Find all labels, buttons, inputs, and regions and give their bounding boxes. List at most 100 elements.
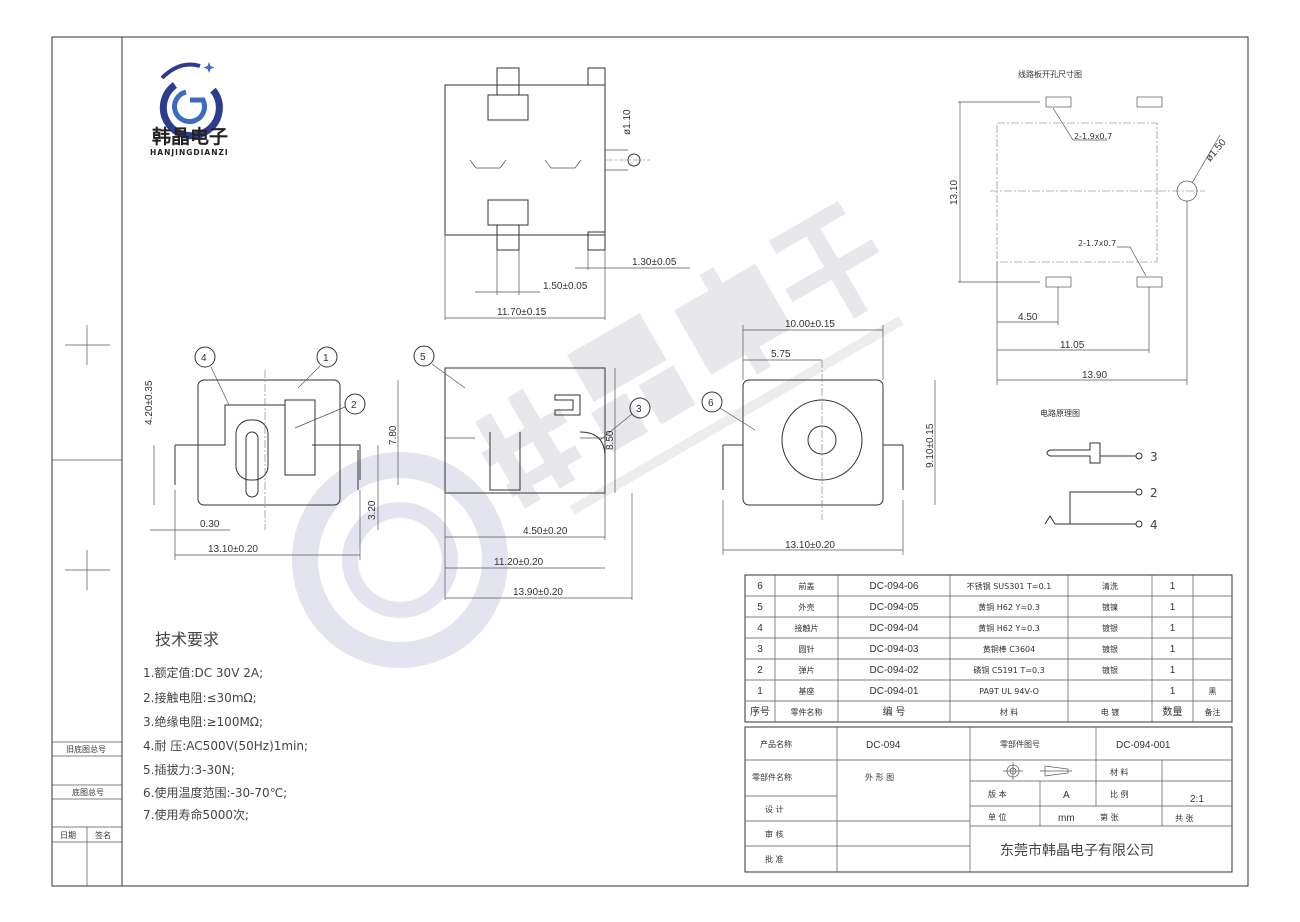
- bom-row-cell: 4: [757, 623, 763, 634]
- material-label: 材 料: [1110, 767, 1129, 777]
- bom-row-cell: 2: [757, 665, 763, 676]
- bom-row-cell: 磷铜 C5191 T=0.3: [973, 665, 1044, 675]
- balloon-4: 4: [201, 353, 207, 364]
- bom-row-cell: 1: [1170, 602, 1176, 613]
- pcb-layout: 线路板开孔尺寸图 2-1.9x0.7 2-1.7x0.7 13.10 ø1.50…: [949, 69, 1229, 385]
- balloon-2: 2: [351, 400, 357, 411]
- scale: 2:1: [1190, 794, 1204, 805]
- dim-0-30: 0.30: [200, 519, 220, 530]
- star-icon: [203, 62, 215, 73]
- pcb-dim-hole: ø1.50: [1204, 137, 1229, 164]
- dim-3-20: 3.20: [367, 500, 378, 520]
- bom-row-cell: 1: [1170, 644, 1176, 655]
- bom-row-cell: 黑: [1209, 687, 1217, 696]
- bom-header-cell: 备注: [1205, 707, 1221, 717]
- bom-row-cell: 黄铜棒 C3604: [983, 644, 1036, 654]
- bom-row-cell: DC-094-06: [870, 581, 919, 592]
- bom-header-cell: 材 料: [1000, 707, 1019, 717]
- dim-13-90: 13.90±0.20: [513, 587, 563, 598]
- bom-row-cell: 1: [757, 686, 763, 697]
- bom-row-cell: 镀银: [1102, 665, 1118, 675]
- bom-row-cell: 5: [757, 602, 763, 613]
- bom-row-cell: 圆针: [799, 644, 815, 654]
- dim-4-50: 4.50±0.20: [523, 526, 568, 537]
- logo-text-en: HANJINGDIANZI: [150, 148, 229, 157]
- bom-row-cell: 黄铜 H62 Y=0.3: [978, 623, 1040, 633]
- pin-label: 2: [1150, 486, 1158, 500]
- watermark: [292, 200, 904, 668]
- unit: mm: [1058, 813, 1075, 824]
- watermark-lettering: [475, 200, 904, 515]
- crosshair-marks: [65, 325, 110, 590]
- bom-row-cell: 外壳: [799, 602, 815, 612]
- dim-10-00: 10.00±0.15: [785, 319, 835, 330]
- balloon-6: 6: [708, 398, 714, 409]
- pcb-note-1: 2-1.9x0.7: [1074, 132, 1112, 141]
- bom-row-cell: DC-094-01: [870, 686, 919, 697]
- bom-row-cell: 黄铜 H62 Y=0.3: [978, 602, 1040, 612]
- tech-item: 3.绝缘电阻:≥100MΩ;: [143, 714, 263, 729]
- date-label: 日期: [60, 831, 76, 840]
- base-no-label: 底图总号: [72, 787, 104, 797]
- bom-row-cell: 1: [1170, 665, 1176, 676]
- drawing-number-label: 零部件图号: [1000, 739, 1040, 749]
- dim-7-80: 7.80: [388, 425, 399, 445]
- bom-row-cell: 接触片: [795, 623, 819, 633]
- dim-5-75: 5.75: [771, 349, 791, 360]
- bom-row-cell: DC-094-04: [870, 623, 919, 634]
- approve-label: 批 准: [765, 854, 784, 864]
- pin-label: 4: [1150, 518, 1158, 532]
- company-logo: 韩晶电子 HANJINGDIANZI: [150, 62, 229, 157]
- product-name: DC-094: [866, 740, 901, 751]
- tech-item: 7.使用寿命5000次;: [143, 807, 249, 822]
- front-view: 4 1 2 4.20±0.35 7.80 3.20 0.30 13.10±0.2…: [144, 346, 399, 560]
- bom-row-cell: 基座: [799, 686, 815, 696]
- top-view: ø1.10 1.30±0.05 1.50±0.05 11.70±0.15: [444, 67, 690, 320]
- bom-row-cell: 3: [757, 644, 763, 655]
- circuit-diagram: 电路原理图 3 2 4: [1040, 408, 1158, 532]
- pcb-dim-11-05: 11.05: [1060, 340, 1085, 351]
- tech-title: 技术要求: [155, 630, 219, 649]
- part-name-label: 零部件名称: [752, 772, 792, 782]
- bom-header-cell: 电 镀: [1101, 707, 1120, 717]
- title-block: 产品名称 DC-094 零部件图号 DC-094-001 零部件名称 外 形 图…: [744, 726, 1233, 873]
- left-strip: 旧底图总号 底图总号 日期 签名: [52, 741, 122, 886]
- dim-11-20: 11.20±0.20: [494, 557, 544, 568]
- bom-row-cell: 清洗: [1102, 581, 1118, 591]
- version: A: [1063, 790, 1070, 801]
- bom-row-cell: 镀银: [1102, 644, 1118, 654]
- bom-row-cell: 镀镍: [1102, 602, 1118, 612]
- dim-8-50: 8.50: [605, 430, 616, 450]
- old-base-no-label: 旧底图总号: [66, 744, 106, 754]
- pin-label: 3: [1150, 450, 1158, 464]
- dim-13-10-rear: 13.10±0.20: [785, 540, 835, 551]
- dim-1-30: 1.30±0.05: [632, 257, 677, 268]
- bom-row-cell: DC-094-05: [870, 602, 919, 613]
- dim-4-20: 4.20±0.35: [144, 380, 155, 425]
- tech-item: 2.接触电阻:≤30mΩ;: [143, 690, 257, 705]
- sheet-label: 第 张: [1100, 812, 1119, 822]
- tech-item: 6.使用温度范围:-30-70℃;: [143, 785, 287, 800]
- bom-row-cell: PA9T UL 94V-O: [979, 687, 1039, 696]
- pcb-dim-13-10: 13.10: [949, 180, 960, 205]
- design-label: 设 计: [765, 804, 784, 814]
- circuit-title: 电路原理图: [1040, 408, 1080, 418]
- bom-header-cell: 零件名称: [791, 707, 823, 717]
- bom-row-cell: 1: [1170, 686, 1176, 697]
- bom-row-cell: DC-094-02: [870, 665, 919, 676]
- bom-header-cell: 编 号: [883, 705, 906, 718]
- bom-row-cell: DC-094-03: [870, 644, 919, 655]
- outer-border: [51, 36, 1249, 887]
- side-view: 5 3 8.50 4.50±0.20 11.20±0.20 13.90±0.20: [413, 345, 651, 600]
- bom-row-cell: 1: [1170, 581, 1176, 592]
- sign-label: 签名: [95, 830, 111, 840]
- company-name: 东莞市韩晶电子有限公司: [1000, 842, 1154, 859]
- pcb-layout-title: 线路板开孔尺寸图: [1018, 69, 1082, 79]
- tech-item: 4.耐 压:AC500V(50Hz)1min;: [143, 739, 308, 753]
- bom-header-cell: 序号: [750, 705, 770, 718]
- logo-text-cn: 韩晶电子: [152, 125, 228, 148]
- scale-label: 比 例: [1110, 789, 1129, 799]
- tech-requirements: 技术要求 1.额定值:DC 30V 2A; 2.接触电阻:≤30mΩ; 3.绝缘…: [143, 630, 308, 822]
